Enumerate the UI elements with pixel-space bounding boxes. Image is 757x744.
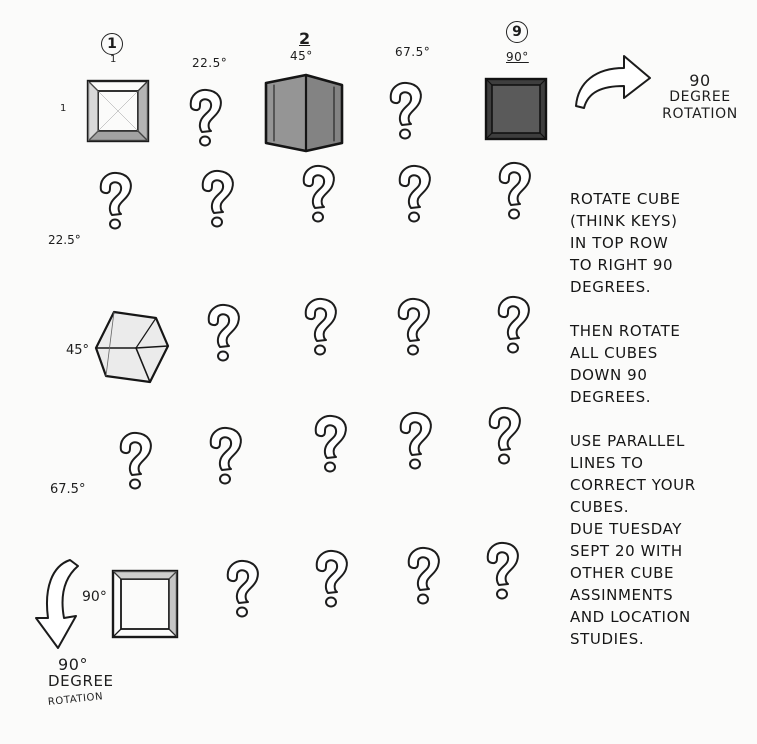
row-label-1: 1 bbox=[60, 103, 67, 114]
question-mark-icon bbox=[310, 413, 350, 475]
cube-rotated-down-90-view bbox=[110, 568, 180, 640]
question-mark-icon bbox=[185, 87, 225, 149]
column-number-1: 1 bbox=[101, 33, 123, 55]
cube-90-degree-view bbox=[484, 77, 548, 141]
question-mark-icon bbox=[300, 296, 340, 358]
column-label-90: 90° bbox=[506, 50, 529, 64]
instruction-due-date: DUE TUESDAY SEPT 20 WITH OTHER CUBE ASSI… bbox=[570, 520, 691, 648]
instruction-rotate-right: ROTATE CUBE (THINK KEYS) IN TOP ROW TO R… bbox=[570, 190, 681, 296]
row-label-45: 45° bbox=[66, 343, 90, 358]
question-mark-icon bbox=[484, 405, 524, 467]
column-number-2: 2 bbox=[299, 29, 311, 48]
column-number-9: 9 bbox=[506, 21, 528, 43]
question-mark-icon bbox=[298, 163, 338, 225]
question-mark-icon bbox=[403, 545, 443, 607]
question-mark-icon bbox=[205, 425, 245, 487]
bottom-rotation-caption: 90° DEGREE ROTATION bbox=[47, 655, 114, 708]
top-rotation-caption: 90 DEGREE ROTATION bbox=[662, 71, 738, 122]
curved-arrow-down-icon bbox=[30, 556, 82, 652]
question-mark-icon bbox=[395, 410, 435, 472]
question-mark-icon bbox=[203, 302, 243, 364]
cube-tilted-45-view bbox=[92, 306, 172, 386]
question-mark-icon bbox=[95, 170, 135, 232]
question-mark-icon bbox=[311, 548, 351, 610]
instruction-rotate-down: THEN ROTATE ALL CUBES DOWN 90 DEGREES. bbox=[570, 322, 681, 406]
question-mark-icon bbox=[115, 430, 155, 492]
question-mark-icon bbox=[393, 296, 433, 358]
column-label-22-5: 22.5° bbox=[192, 56, 228, 70]
question-mark-icon bbox=[385, 80, 425, 142]
cube-45-degree-view bbox=[262, 71, 346, 155]
assignment-instructions: ROTATE CUBE (THINK KEYS) IN TOP ROW TO R… bbox=[570, 188, 755, 650]
curved-arrow-right-icon bbox=[572, 52, 654, 112]
column-label-45: 45° bbox=[290, 49, 313, 63]
instruction-parallel-lines: USE PARALLEL LINES TO CORRECT YOUR CUBES… bbox=[570, 432, 696, 516]
column-label-67-5: 67.5° bbox=[395, 45, 431, 59]
question-mark-icon bbox=[222, 558, 262, 620]
question-mark-icon bbox=[482, 540, 522, 602]
question-mark-icon bbox=[197, 168, 237, 230]
question-mark-icon bbox=[494, 160, 534, 222]
row-label-67-5: 67.5° bbox=[50, 482, 86, 497]
question-mark-icon bbox=[493, 294, 533, 356]
question-mark-icon bbox=[394, 163, 434, 225]
column-sub-label-1: 1 bbox=[110, 54, 117, 65]
cube-front-view bbox=[86, 79, 150, 143]
row-label-90: 90° bbox=[82, 589, 107, 605]
row-label-22-5: 22.5° bbox=[48, 233, 81, 247]
